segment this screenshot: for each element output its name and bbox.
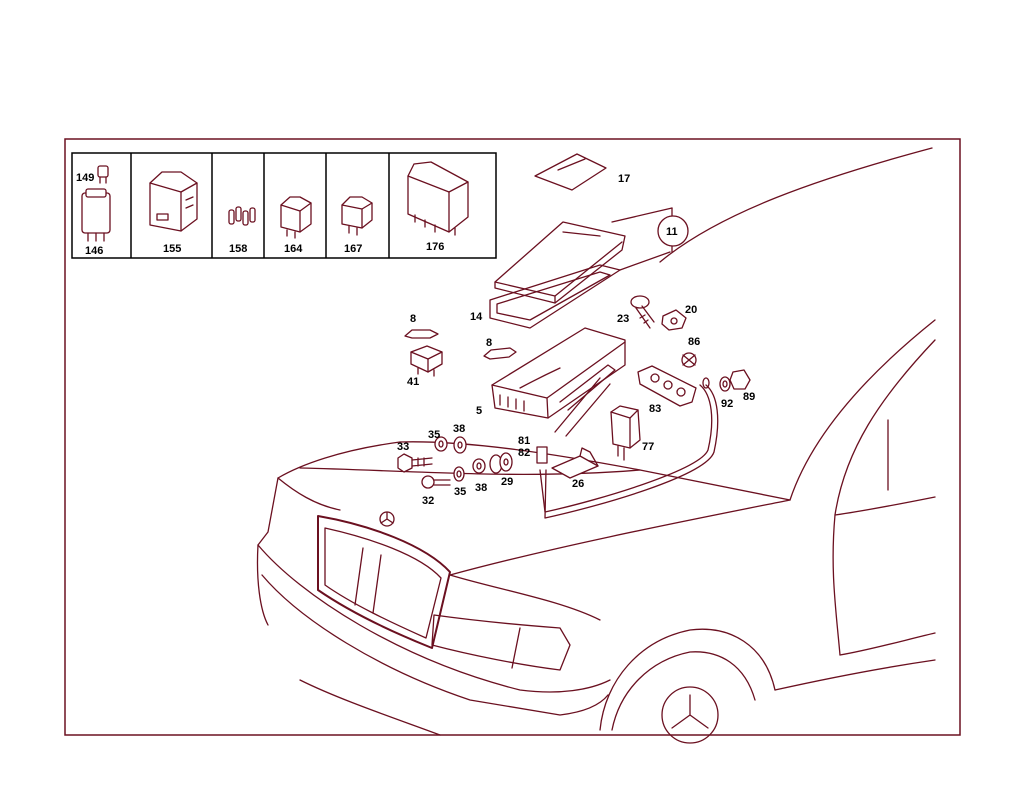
part-92-washer bbox=[719, 376, 731, 392]
part-5-fuse-box bbox=[491, 327, 626, 437]
label-17: 17 bbox=[618, 173, 630, 185]
label-149: 149 bbox=[76, 172, 94, 184]
part-146-relay bbox=[81, 188, 111, 242]
label-26: 26 bbox=[572, 478, 584, 490]
label-32: 32 bbox=[422, 495, 434, 507]
part-32-bolt bbox=[421, 475, 451, 489]
label-82: 82 bbox=[518, 447, 530, 459]
label-77: 77 bbox=[642, 441, 654, 453]
part-176-module bbox=[407, 161, 469, 236]
part-23-screw bbox=[630, 295, 655, 329]
label-11: 11 bbox=[666, 226, 678, 238]
part-38-washer-2 bbox=[472, 458, 486, 474]
label-5: 5 bbox=[476, 405, 482, 417]
label-81: 81 bbox=[518, 435, 530, 447]
part-33-bolt bbox=[397, 453, 433, 473]
diagram-frame bbox=[64, 138, 961, 736]
label-35: 35 bbox=[428, 429, 440, 441]
label-29: 29 bbox=[501, 476, 513, 488]
label-164: 164 bbox=[284, 243, 303, 255]
label-146: 146 bbox=[85, 245, 103, 257]
part-41-relay bbox=[410, 345, 443, 377]
part-167-relay bbox=[341, 196, 373, 236]
label-38: 38 bbox=[453, 423, 465, 435]
label-155: 155 bbox=[163, 243, 181, 255]
label-20: 20 bbox=[685, 304, 697, 316]
part-29-grommet bbox=[489, 452, 513, 474]
part-83-terminal-block bbox=[637, 365, 697, 407]
part-158-fuses bbox=[228, 206, 256, 226]
car-body-outline bbox=[256, 147, 936, 744]
label-35-b: 35 bbox=[454, 486, 466, 498]
label-38-b: 38 bbox=[475, 482, 487, 494]
part-86-washer bbox=[681, 352, 697, 368]
part-labels: 17 11 14 23 20 8 8 86 41 5 83 92 89 38 3… bbox=[397, 173, 755, 507]
inset-labels: 149 146 155 158 164 167 176 bbox=[76, 172, 444, 257]
part-8-bulb-2 bbox=[483, 347, 517, 360]
label-86: 86 bbox=[688, 336, 700, 348]
part-35-washer bbox=[434, 436, 448, 452]
part-164-relay bbox=[280, 196, 312, 239]
callout-11 bbox=[611, 207, 689, 271]
label-167: 167 bbox=[344, 243, 362, 255]
part-8-bulb bbox=[404, 329, 439, 339]
part-14-cover bbox=[489, 221, 626, 329]
inset-parts-table bbox=[71, 152, 497, 259]
label-14: 14 bbox=[470, 311, 483, 323]
label-8: 8 bbox=[410, 313, 416, 325]
part-89-nut bbox=[729, 369, 751, 390]
part-77-relay bbox=[610, 405, 641, 461]
label-92: 92 bbox=[721, 398, 733, 410]
part-149-fuse bbox=[97, 165, 109, 184]
mercedes-star-icon bbox=[379, 511, 395, 527]
label-176: 176 bbox=[426, 241, 444, 253]
cable-81-82 bbox=[536, 377, 719, 519]
label-8-b: 8 bbox=[486, 337, 492, 349]
part-35-washer-2 bbox=[453, 466, 465, 482]
label-158: 158 bbox=[229, 243, 247, 255]
label-83: 83 bbox=[649, 403, 661, 415]
part-38-washer bbox=[453, 436, 467, 454]
part-26-bracket bbox=[551, 447, 599, 479]
label-89: 89 bbox=[743, 391, 755, 403]
part-17-label-sheet bbox=[534, 153, 607, 191]
label-33: 33 bbox=[397, 441, 409, 453]
label-23: 23 bbox=[617, 313, 629, 325]
part-155-relay bbox=[149, 171, 198, 232]
label-41: 41 bbox=[407, 376, 419, 388]
part-20-nut bbox=[661, 309, 687, 331]
